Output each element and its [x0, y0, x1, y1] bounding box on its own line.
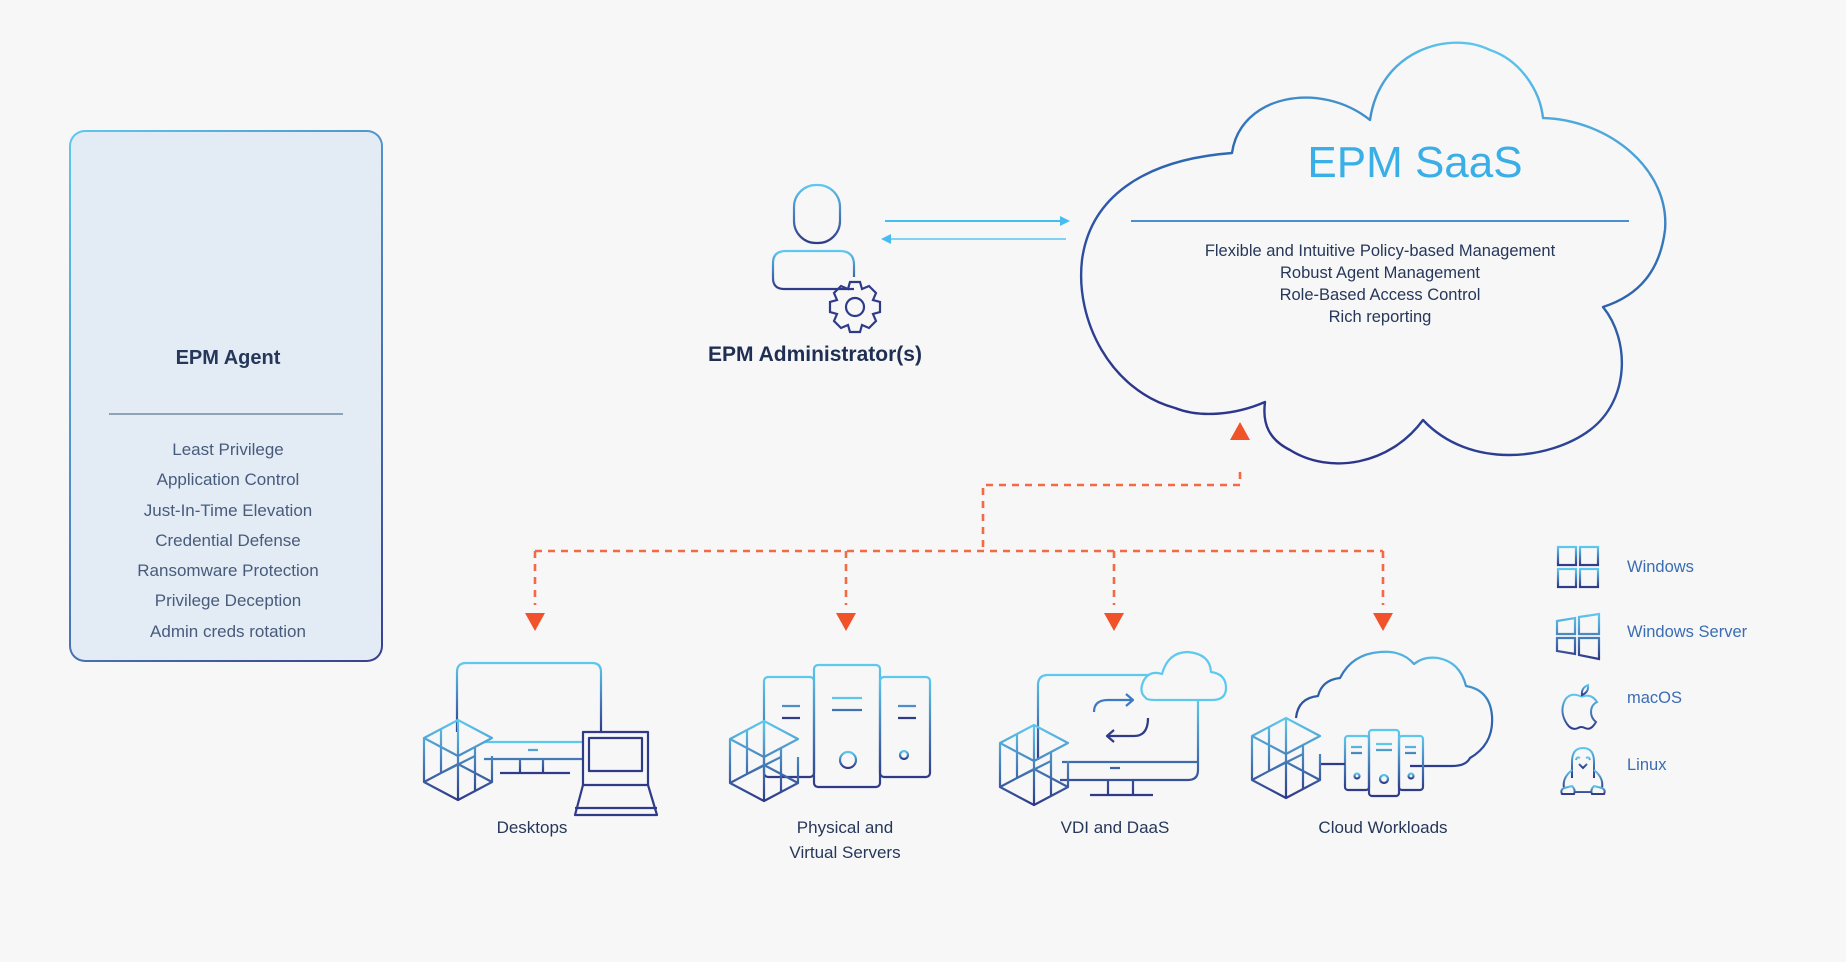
agent-feature-list: Least Privilege Application Control Just… [71, 435, 385, 647]
endpoint-label-servers: Physical and Virtual Servers [735, 815, 955, 865]
saas-feature: Role-Based Access Control [1279, 286, 1481, 304]
agent-feature: Credential Defense [155, 530, 301, 550]
saas-feature: Rich reporting [1328, 308, 1432, 326]
endpoint-label-line: Desktops [496, 818, 568, 837]
os-label-linux: Linux [1627, 756, 1667, 774]
endpoint-label-line: Cloud Workloads [1318, 818, 1448, 837]
servers-icon [728, 663, 932, 803]
epm-agent-card: EPM Agent Least Privilege Application Co… [69, 130, 383, 662]
down-arrowhead-desktops [525, 613, 545, 631]
endpoint-label-cloud: Cloud Workloads [1273, 815, 1493, 840]
deployment-connector [533, 472, 1385, 605]
user-gear-icon [771, 183, 882, 334]
endpoint-label-line: Physical and [796, 818, 894, 837]
agent-feature: Just-In-Time Elevation [143, 500, 313, 520]
vdi-monitor-cloud-icon [998, 650, 1228, 807]
linux-penguin-icon [1560, 746, 1606, 795]
agent-divider [109, 413, 343, 415]
saas-divider [1131, 220, 1629, 222]
agent-feature: Admin creds rotation [150, 621, 306, 641]
cloud-servers-icon [1250, 650, 1494, 800]
agent-feature: Least Privilege [172, 440, 284, 459]
windows-icon [1556, 545, 1600, 589]
endpoint-label-line: VDI and DaaS [1060, 818, 1170, 837]
agent-feature: Ransomware Protection [137, 561, 319, 581]
os-label-windows: Windows [1627, 558, 1694, 576]
down-arrowhead-cloud [1373, 613, 1393, 631]
saas-feature-list: Flexible and Intuitive Policy-based Mana… [1130, 240, 1630, 328]
up-arrowhead-saas [1230, 422, 1250, 440]
endpoint-label-line: Virtual Servers [789, 843, 901, 862]
os-label-windows-server: Windows Server [1627, 623, 1748, 641]
apple-icon [1561, 683, 1599, 730]
admin-label: EPM Administrator(s) [708, 343, 922, 366]
desktop-laptop-icon [422, 661, 659, 817]
saas-feature: Robust Agent Management [1280, 264, 1480, 282]
windows-server-icon [1555, 612, 1601, 661]
agent-title: EPM Agent [175, 347, 281, 369]
endpoint-label-desktops: Desktops [422, 815, 642, 840]
agent-feature: Privilege Deception [154, 591, 302, 611]
down-arrowhead-vdi [1104, 613, 1124, 631]
down-arrowhead-servers [836, 613, 856, 631]
os-label-macos: macOS [1627, 689, 1683, 707]
saas-feature: Flexible and Intuitive Policy-based Mana… [1204, 242, 1556, 260]
saas-cloud-shape [1079, 41, 1667, 465]
saas-title: EPM SaaS [1307, 138, 1523, 187]
endpoint-label-vdi: VDI and DaaS [1005, 815, 1225, 840]
agent-feature: Application Control [156, 470, 300, 490]
